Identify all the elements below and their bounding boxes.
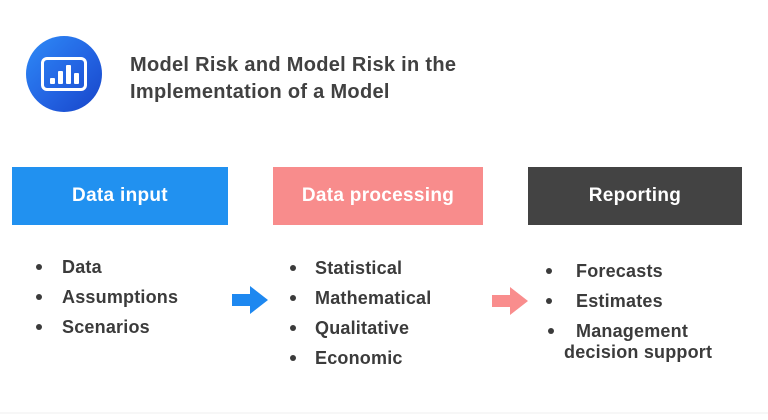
list-item: Estimates: [546, 291, 746, 312]
list-item: Statistical: [290, 258, 490, 279]
column-header-data-processing: Data processing: [273, 167, 483, 225]
data-processing-list: Statistical Mathematical Qualitative Eco…: [290, 258, 490, 378]
bar-chart-icon-bar: [57, 71, 63, 84]
list-item: Assumptions: [36, 287, 226, 308]
list-item: Mathematical: [290, 288, 490, 309]
page-title: Model Risk and Model Risk in the Impleme…: [130, 54, 457, 103]
bar-chart-icon-bar: [73, 73, 79, 84]
data-input-list: Data Assumptions Scenarios: [36, 257, 226, 347]
footer-divider: [0, 412, 768, 414]
bar-chart-icon: [41, 57, 87, 91]
reporting-list: Forecasts Estimates Management decision …: [546, 261, 746, 372]
column-header-reporting: Reporting: [528, 167, 742, 225]
list-item: Qualitative: [290, 318, 490, 339]
list-item: Data: [36, 257, 226, 278]
logo-badge: [26, 36, 102, 112]
bar-chart-icon-bar: [65, 65, 71, 84]
list-item: Economic: [290, 348, 490, 369]
bar-chart-icon-bar: [49, 78, 55, 84]
right-arrow-icon: [492, 287, 528, 315]
right-arrow-icon: [232, 286, 268, 314]
list-item: Management decision support: [546, 321, 746, 363]
list-item: Forecasts: [546, 261, 746, 282]
list-item: Scenarios: [36, 317, 226, 338]
column-header-data-input: Data input: [12, 167, 228, 225]
